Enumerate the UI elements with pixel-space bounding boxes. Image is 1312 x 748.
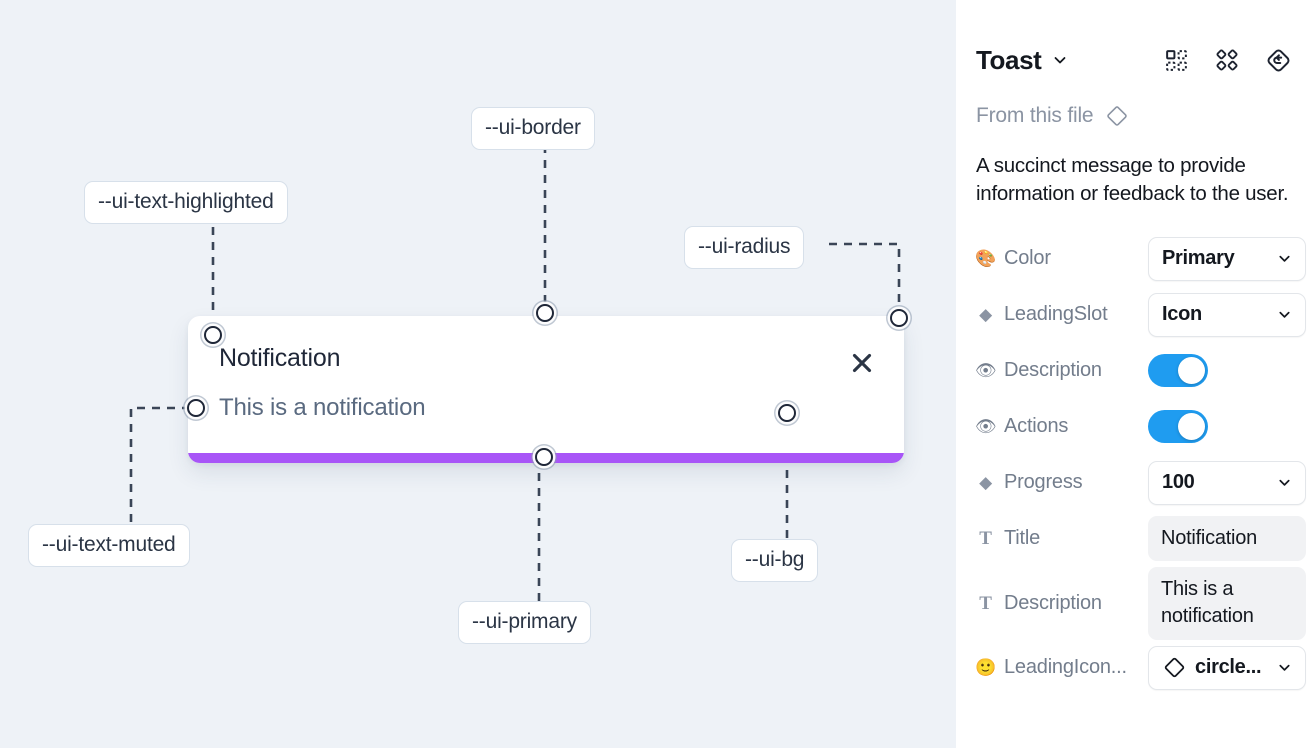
property-row-description-toggle: 👁 Description	[976, 343, 1292, 399]
property-row-title: T Title Notification	[976, 511, 1306, 567]
panel-header: Toast	[976, 32, 1292, 88]
palette-icon: 🎨	[976, 249, 996, 269]
property-label-actions: 👁 Actions	[976, 415, 1148, 438]
property-name: Actions	[1004, 415, 1069, 438]
property-name: Color	[1004, 247, 1051, 270]
chevron-down-icon	[1277, 251, 1292, 266]
token-label-ui-text-highlighted[interactable]: --ui-text-highlighted	[84, 181, 288, 224]
connector-lines	[129, 145, 901, 601]
toggle-knob	[1178, 413, 1205, 441]
property-name: LeadingSlot	[1004, 303, 1108, 326]
chevron-down-icon	[1277, 660, 1292, 675]
property-control-leadingicon: circle...	[1148, 645, 1306, 690]
from-this-file-label: From this file	[976, 104, 1094, 127]
token-label-ui-border[interactable]: --ui-border	[471, 107, 595, 150]
leadingslot-select-value: Icon	[1162, 303, 1202, 326]
diamond-icon	[1105, 104, 1129, 128]
property-row-actions-toggle: 👁 Actions	[976, 399, 1292, 455]
panel-toolbar	[1164, 47, 1292, 74]
handle-ui-radius[interactable]	[890, 309, 908, 327]
property-name: Progress	[1004, 471, 1083, 494]
text-icon: T	[979, 528, 992, 550]
progress-select[interactable]: 100	[1148, 460, 1306, 505]
component-description: A succinct message to provide informatio…	[976, 154, 1289, 206]
from-this-file-row: From this file	[976, 102, 1292, 130]
property-label-leadingslot: ◆ LeadingSlot	[976, 303, 1148, 326]
property-name: Description	[1004, 359, 1102, 382]
chevron-down-icon	[1277, 475, 1292, 490]
toast-title: Notification	[219, 344, 341, 372]
variants-icon[interactable]	[1214, 47, 1240, 73]
diamond-icon: ◆	[979, 305, 992, 325]
eye-icon: 👁	[976, 417, 997, 437]
property-label-description: 👁 Description	[976, 359, 1148, 382]
token-label-ui-bg[interactable]: --ui-bg	[731, 539, 819, 582]
description-toggle[interactable]	[1148, 354, 1208, 388]
property-control-title: Notification	[1148, 515, 1306, 562]
property-control-description-text: This is a notification	[1148, 566, 1306, 640]
property-control-actions	[1148, 410, 1292, 444]
handle-ui-border[interactable]	[536, 304, 554, 322]
text-icon: T	[979, 592, 992, 614]
color-select-value: Primary	[1162, 247, 1235, 270]
handle-ui-bg[interactable]	[778, 404, 796, 422]
leadingicon-select[interactable]: circle...	[1148, 645, 1306, 690]
close-icon[interactable]	[845, 346, 879, 380]
property-row-description-text: T Description This is a notification	[976, 566, 1306, 640]
property-name: LeadingIcon...	[1004, 656, 1127, 679]
chevron-down-icon[interactable]	[1052, 52, 1068, 68]
toast-description: This is a notification	[219, 394, 426, 421]
property-row-leadingicon: 🙂 LeadingIcon... circle...	[976, 640, 1306, 696]
chevron-down-icon	[1277, 307, 1292, 322]
property-control-description	[1148, 354, 1292, 388]
page-title: Toast	[976, 44, 1042, 75]
actions-toggle[interactable]	[1148, 410, 1208, 444]
property-control-leadingslot: Icon	[1148, 292, 1306, 337]
token-label-ui-primary[interactable]: --ui-primary	[458, 601, 591, 644]
token-label-ui-radius[interactable]: --ui-radius	[684, 226, 805, 269]
title-input[interactable]: Notification	[1148, 515, 1306, 562]
description-input[interactable]: This is a notification	[1148, 566, 1306, 640]
leadingslot-select[interactable]: Icon	[1148, 292, 1306, 337]
diamond-icon	[1162, 655, 1187, 680]
description-input-value: This is a notification	[1161, 577, 1254, 628]
property-row-leadingslot: ◆ LeadingSlot Icon	[976, 287, 1306, 343]
reset-icon[interactable]	[1265, 47, 1292, 74]
property-label-title: T Title	[976, 527, 1148, 550]
property-label-progress: ◆ Progress	[976, 471, 1148, 494]
handle-ui-primary[interactable]	[535, 448, 553, 466]
component-icon[interactable]	[1164, 48, 1189, 73]
smiley-icon: 🙂	[976, 658, 996, 678]
toggle-knob	[1178, 357, 1205, 385]
color-select[interactable]: Primary	[1148, 236, 1306, 281]
eye-icon: 👁	[976, 361, 997, 381]
handle-ui-text-muted[interactable]	[187, 399, 205, 417]
property-label-description-text: T Description	[976, 592, 1148, 615]
property-name: Description	[1004, 591, 1102, 614]
leadingicon-select-value: circle...	[1195, 656, 1262, 679]
progress-select-value: 100	[1162, 471, 1195, 494]
handle-ui-text-highlighted[interactable]	[204, 326, 222, 344]
title-input-value: Notification	[1161, 526, 1257, 549]
diamond-icon: ◆	[979, 473, 992, 493]
property-control-color: Primary	[1148, 236, 1306, 281]
property-label-color: 🎨 Color	[976, 247, 1148, 270]
properties-panel: Toast	[956, 0, 1312, 748]
property-label-leadingicon: 🙂 LeadingIcon...	[976, 656, 1148, 679]
property-list: 🎨 Color Primary ◆ LeadingSlot	[976, 231, 1306, 696]
property-row-progress: ◆ Progress 100	[976, 455, 1306, 511]
toast-card-preview[interactable]: Notification This is a notification	[188, 316, 904, 463]
property-control-progress: 100	[1148, 460, 1306, 505]
token-label-ui-text-muted[interactable]: --ui-text-muted	[28, 524, 190, 567]
property-row-color: 🎨 Color Primary	[976, 231, 1306, 287]
design-canvas[interactable]: --ui-text-highlighted --ui-border --ui-r…	[0, 0, 956, 748]
property-name: Title	[1004, 527, 1041, 550]
